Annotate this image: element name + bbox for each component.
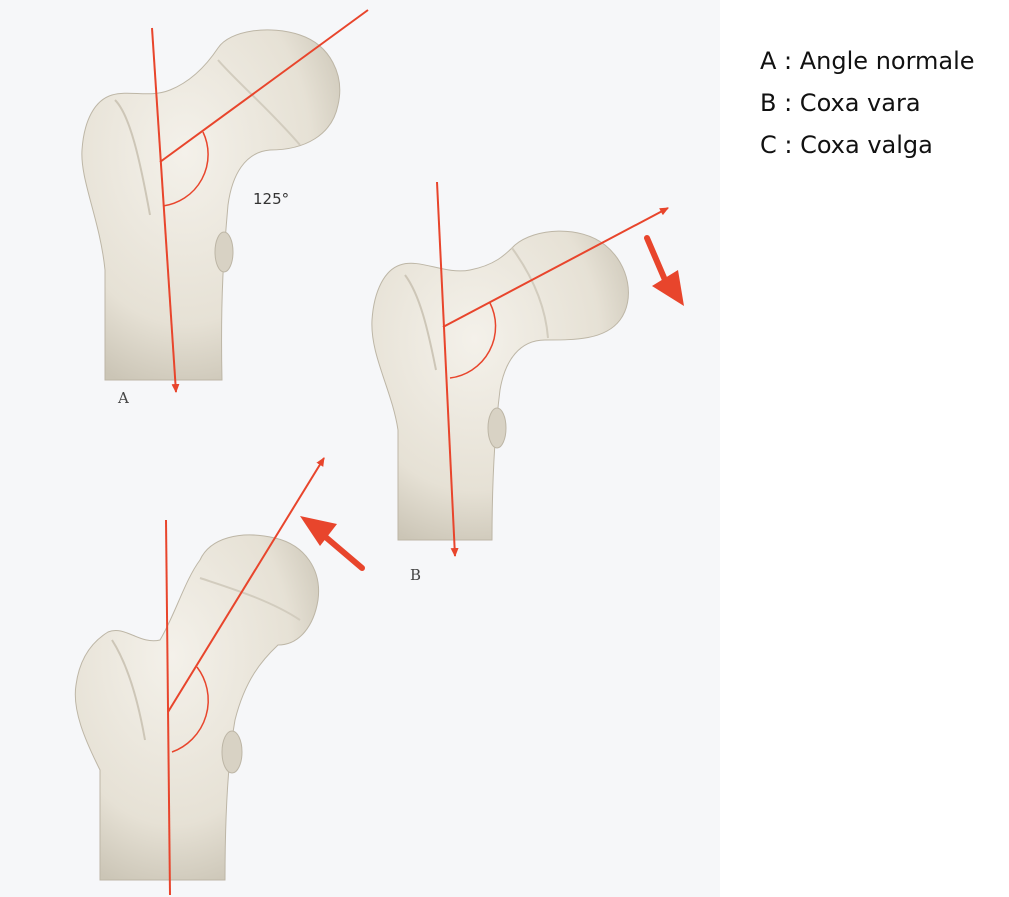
femur-a: 125° A	[82, 10, 368, 407]
femur-b: B	[372, 182, 684, 584]
femur-b-label: B	[410, 566, 421, 584]
femur-diagram: 125° A B	[0, 0, 720, 897]
legend: A : Angle normale B : Coxa vara C : Coxa…	[760, 40, 975, 166]
femur-a-bone	[82, 30, 340, 380]
femur-c-direction-arrow	[322, 534, 362, 568]
legend-item-b: B : Coxa vara	[760, 82, 975, 124]
legend-item-c: C : Coxa valga	[760, 124, 975, 166]
legend-item-a: A : Angle normale	[760, 40, 975, 82]
femur-b-direction-arrow	[647, 238, 665, 280]
femur-b-bone	[372, 231, 629, 540]
femur-a-label: A	[117, 389, 129, 407]
femur-c-bone	[75, 535, 318, 880]
femur-a-angle-label: 125°	[253, 190, 289, 208]
femur-c	[75, 458, 362, 895]
